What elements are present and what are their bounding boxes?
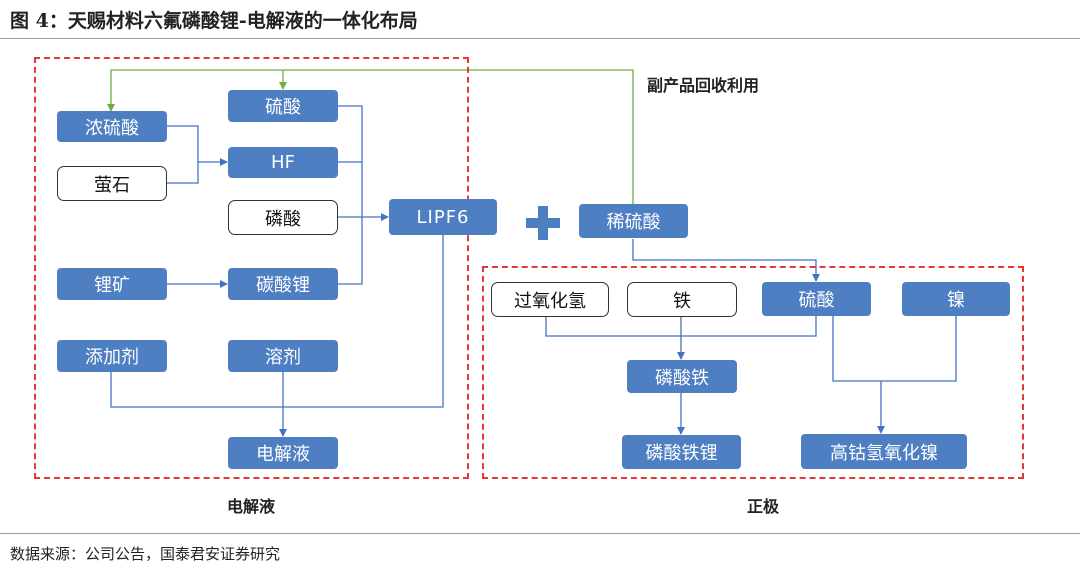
cathode-frame <box>482 266 1024 479</box>
node-solvent: 溶剂 <box>228 340 338 372</box>
byproduct-caption: 副产品回收利用 <box>647 76 760 95</box>
node-conc-sulfuric: 浓硫酸 <box>57 111 167 142</box>
node-sulfuric-top: 硫酸 <box>228 90 338 122</box>
node-electrolyte: 电解液 <box>228 437 338 469</box>
node-nickel: 镍 <box>902 282 1010 316</box>
node-lithium-ore: 锂矿 <box>57 268 167 300</box>
node-hf: HF <box>228 147 338 178</box>
figure-title: 图 4：天赐材料六氟磷酸锂-电解液的一体化布局 <box>10 10 418 32</box>
node-iron: 铁 <box>627 282 737 317</box>
node-iron-phosphate: 磷酸铁 <box>627 360 737 393</box>
node-phosphoric: 磷酸 <box>228 200 338 235</box>
node-nca-hydroxide: 高钴氢氧化镍 <box>801 434 967 469</box>
bottom-rule <box>0 533 1080 534</box>
node-lithium-carbonate: 碳酸锂 <box>228 268 338 300</box>
plus-icon <box>526 206 560 240</box>
top-rule <box>0 38 1080 39</box>
cathode-caption: 正极 <box>747 497 780 516</box>
source-note: 数据来源：公司公告，国泰君安证券研究 <box>10 545 281 563</box>
electrolyte-frame <box>34 57 469 479</box>
node-lfp: 磷酸铁锂 <box>622 435 741 469</box>
node-sulfuric-right: 硫酸 <box>762 282 871 316</box>
node-fluorite: 萤石 <box>57 166 167 201</box>
node-lipf6: LIPF6 <box>389 199 497 235</box>
node-hydrogen-peroxide: 过氧化氢 <box>491 282 609 317</box>
electrolyte-caption: 电解液 <box>227 497 276 516</box>
node-additive: 添加剂 <box>57 340 167 372</box>
node-dilute-sulfuric: 稀硫酸 <box>579 204 688 238</box>
